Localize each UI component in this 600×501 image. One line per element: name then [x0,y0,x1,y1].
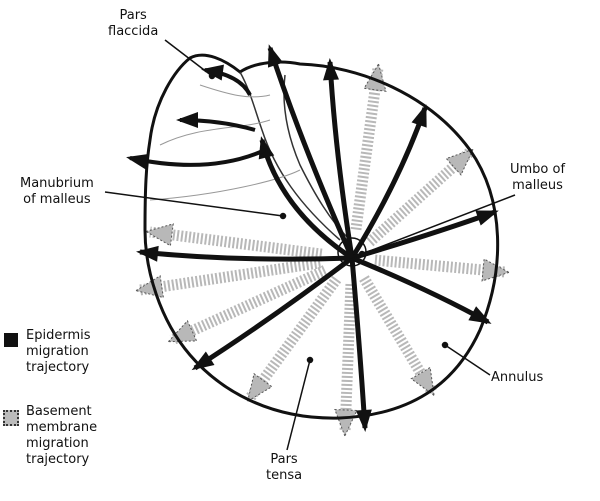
basement-arrow-shaft [149,226,323,260]
epidermis-arrow-head [475,210,499,226]
legend-epidermis-swatch [4,333,18,347]
basement-arrow-head [445,148,474,176]
leader-lines [104,39,516,451]
epidermis-arrow-head [411,104,427,128]
epidermis-arrow-shaft [193,256,354,371]
legend-epidermis-label: Epidermis migration trajectory [26,328,91,375]
label-pars-tensa: Pars tensa [266,452,303,483]
epidermis-arrow-head [191,351,215,371]
basement-arrow-head [334,409,358,438]
basement-arrow-shaft [169,265,328,346]
label-pars-flaccida: Pars flaccida [108,8,159,39]
basement-arrow-shaft [245,275,342,402]
epidermis-arrow-head [136,245,159,262]
epidermis-arrow-head [468,306,492,324]
epidermis-arrow-head [176,112,198,128]
basement-arrow-head [410,366,435,397]
epidermis-arrow-shaft [129,148,266,167]
epidermis-arrows [126,44,499,432]
basement-arrow-shaft [374,254,506,278]
epidermis-arrow-shaft [349,107,428,260]
basement-arrow-head [363,62,387,92]
basement-membrane-arrows [134,62,511,438]
legend-basement-label: Basement membrane migration trajectory [26,404,98,467]
legend-basement-swatch [3,410,19,426]
epidermis-arrow-shaft [349,257,368,429]
epidermis-arrow-head [258,136,275,160]
epidermis-arrow-head [126,153,150,170]
epidermis-arrow-head [201,64,224,81]
epidermis-arrow-head [355,409,372,432]
epidermis-arrow-head [323,58,340,81]
epidermis-arrow-head [267,44,284,68]
label-manubrium: Manubrium of malleus [20,176,94,207]
basement-arrow-head [144,223,174,247]
basement-arrow-head [246,372,273,403]
epidermis-arrow-shaft [267,47,355,260]
tympanic-membrane-outline [143,53,500,420]
epidermis-arrow-shaft [139,249,353,262]
label-umbo: Umbo of malleus [510,162,566,193]
label-annulus: Annulus [491,370,544,385]
epidermis-arrow-shaft [327,61,355,259]
basement-arrow-shaft [350,67,384,231]
basement-arrow-shaft [139,257,322,296]
